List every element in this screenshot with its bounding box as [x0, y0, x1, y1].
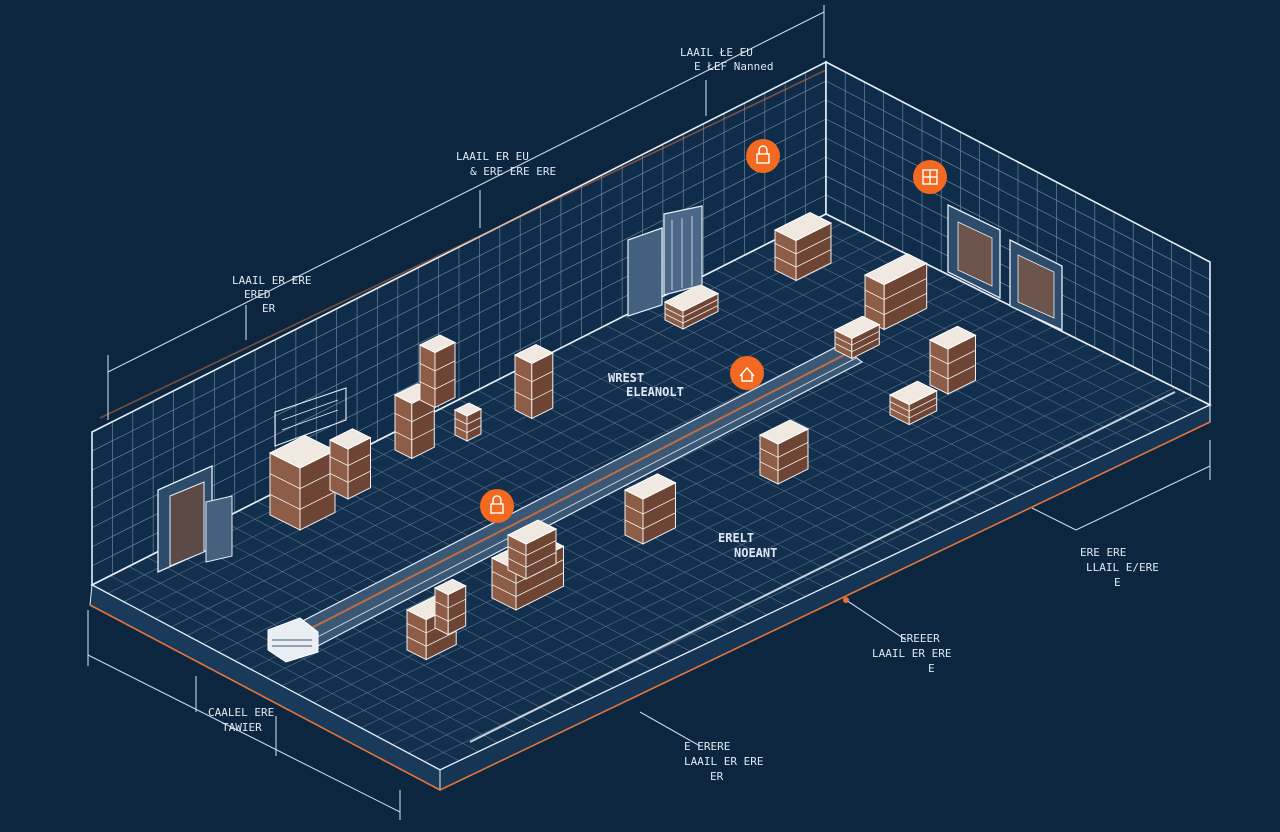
svg-text:& ERE ERE ERE: & ERE ERE ERE: [470, 165, 556, 178]
lock-icon: [756, 145, 770, 164]
svg-text:ERELT: ERELT: [718, 531, 754, 545]
pin-lock-top[interactable]: [746, 139, 780, 173]
svg-text:LLAIL E/ERE: LLAIL E/ERE: [1086, 561, 1159, 574]
storage-units: [268, 211, 977, 661]
box-stack-8: [506, 519, 558, 580]
svg-text:LAAIL ER ERE: LAAIL ER ERE: [232, 274, 311, 287]
pallet-2: [833, 315, 881, 360]
label-bottom-mid: E ERERE LAAIL ER ERE ER: [684, 740, 763, 783]
svg-text:E: E: [1114, 576, 1121, 589]
svg-text:ERE ERE: ERE ERE: [1080, 546, 1126, 559]
lock-icon: [490, 495, 504, 514]
box-icon: [922, 169, 938, 185]
svg-text:E ERERE: E ERERE: [684, 740, 730, 753]
home-icon: [739, 366, 755, 382]
svg-text:EREEER: EREEER: [900, 632, 940, 645]
label-bottom-left: CAALEL ERE TAWIER: [208, 706, 274, 734]
label-top-right: LAAIL ŁE EU E ŁEF Nanned: [680, 46, 773, 73]
label-top-mid: LAAIL ER EU & ERE ERE ERE: [456, 150, 556, 178]
svg-text:NOEANT: NOEANT: [734, 546, 777, 560]
dimension-lines: [87, 5, 1211, 820]
svg-text:ER: ER: [262, 302, 276, 315]
svg-text:LAAIL ER ERE: LAAIL ER ERE: [872, 647, 951, 660]
wall-panel: [274, 387, 347, 447]
svg-text:E ŁEF Nanned: E ŁEF Nanned: [694, 60, 773, 73]
label-bottom-right: EREEER LAAIL ER ERE E: [872, 632, 951, 675]
box-stack-5: [758, 419, 810, 485]
left-door: [157, 464, 233, 574]
label-right-side: ERE ERE LLAIL E/ERE E: [1080, 546, 1159, 589]
pin-lock-bottom[interactable]: [480, 489, 514, 523]
conveyor-belt: [267, 344, 864, 663]
box-stack-2: [328, 428, 372, 500]
tower-2: [513, 343, 554, 420]
svg-text:ERED: ERED: [244, 288, 271, 301]
right-doors: [947, 203, 1063, 332]
svg-text:LAAIL ER EU: LAAIL ER EU: [456, 150, 529, 163]
pin-house[interactable]: [730, 356, 764, 390]
tower-1: [418, 334, 457, 409]
svg-text:E: E: [928, 662, 935, 675]
shelf-2: [863, 253, 928, 331]
svg-text:LAAIL ER ERE: LAAIL ER ERE: [684, 755, 763, 768]
back-doors: [627, 205, 703, 317]
label-left-upper: LAAIL ER ERE ERED ER: [232, 274, 311, 315]
pallet-3: [888, 380, 938, 426]
svg-text:WREST: WREST: [608, 371, 644, 385]
box-stack-4: [928, 325, 977, 395]
tower-3: [433, 578, 467, 636]
box-stack-6: [623, 473, 677, 545]
svg-text:ER: ER: [710, 770, 724, 783]
shelf-1: [773, 211, 833, 282]
svg-text:TAWIER: TAWIER: [222, 721, 262, 734]
svg-text:ELEANOLT: ELEANOLT: [626, 385, 684, 399]
label-mid-sign: ERELT NOEANT: [718, 531, 777, 560]
svg-text:LAAIL ŁE EU: LAAIL ŁE EU: [680, 46, 753, 59]
pin-crate[interactable]: [913, 160, 947, 194]
label-center-sign: WREST ELEANOLT: [608, 371, 684, 399]
box-stack-1: [268, 434, 337, 531]
box-small-1: [453, 402, 483, 442]
svg-text:CAALEL ERE: CAALEL ERE: [208, 706, 274, 719]
pallet-1: [663, 283, 720, 330]
